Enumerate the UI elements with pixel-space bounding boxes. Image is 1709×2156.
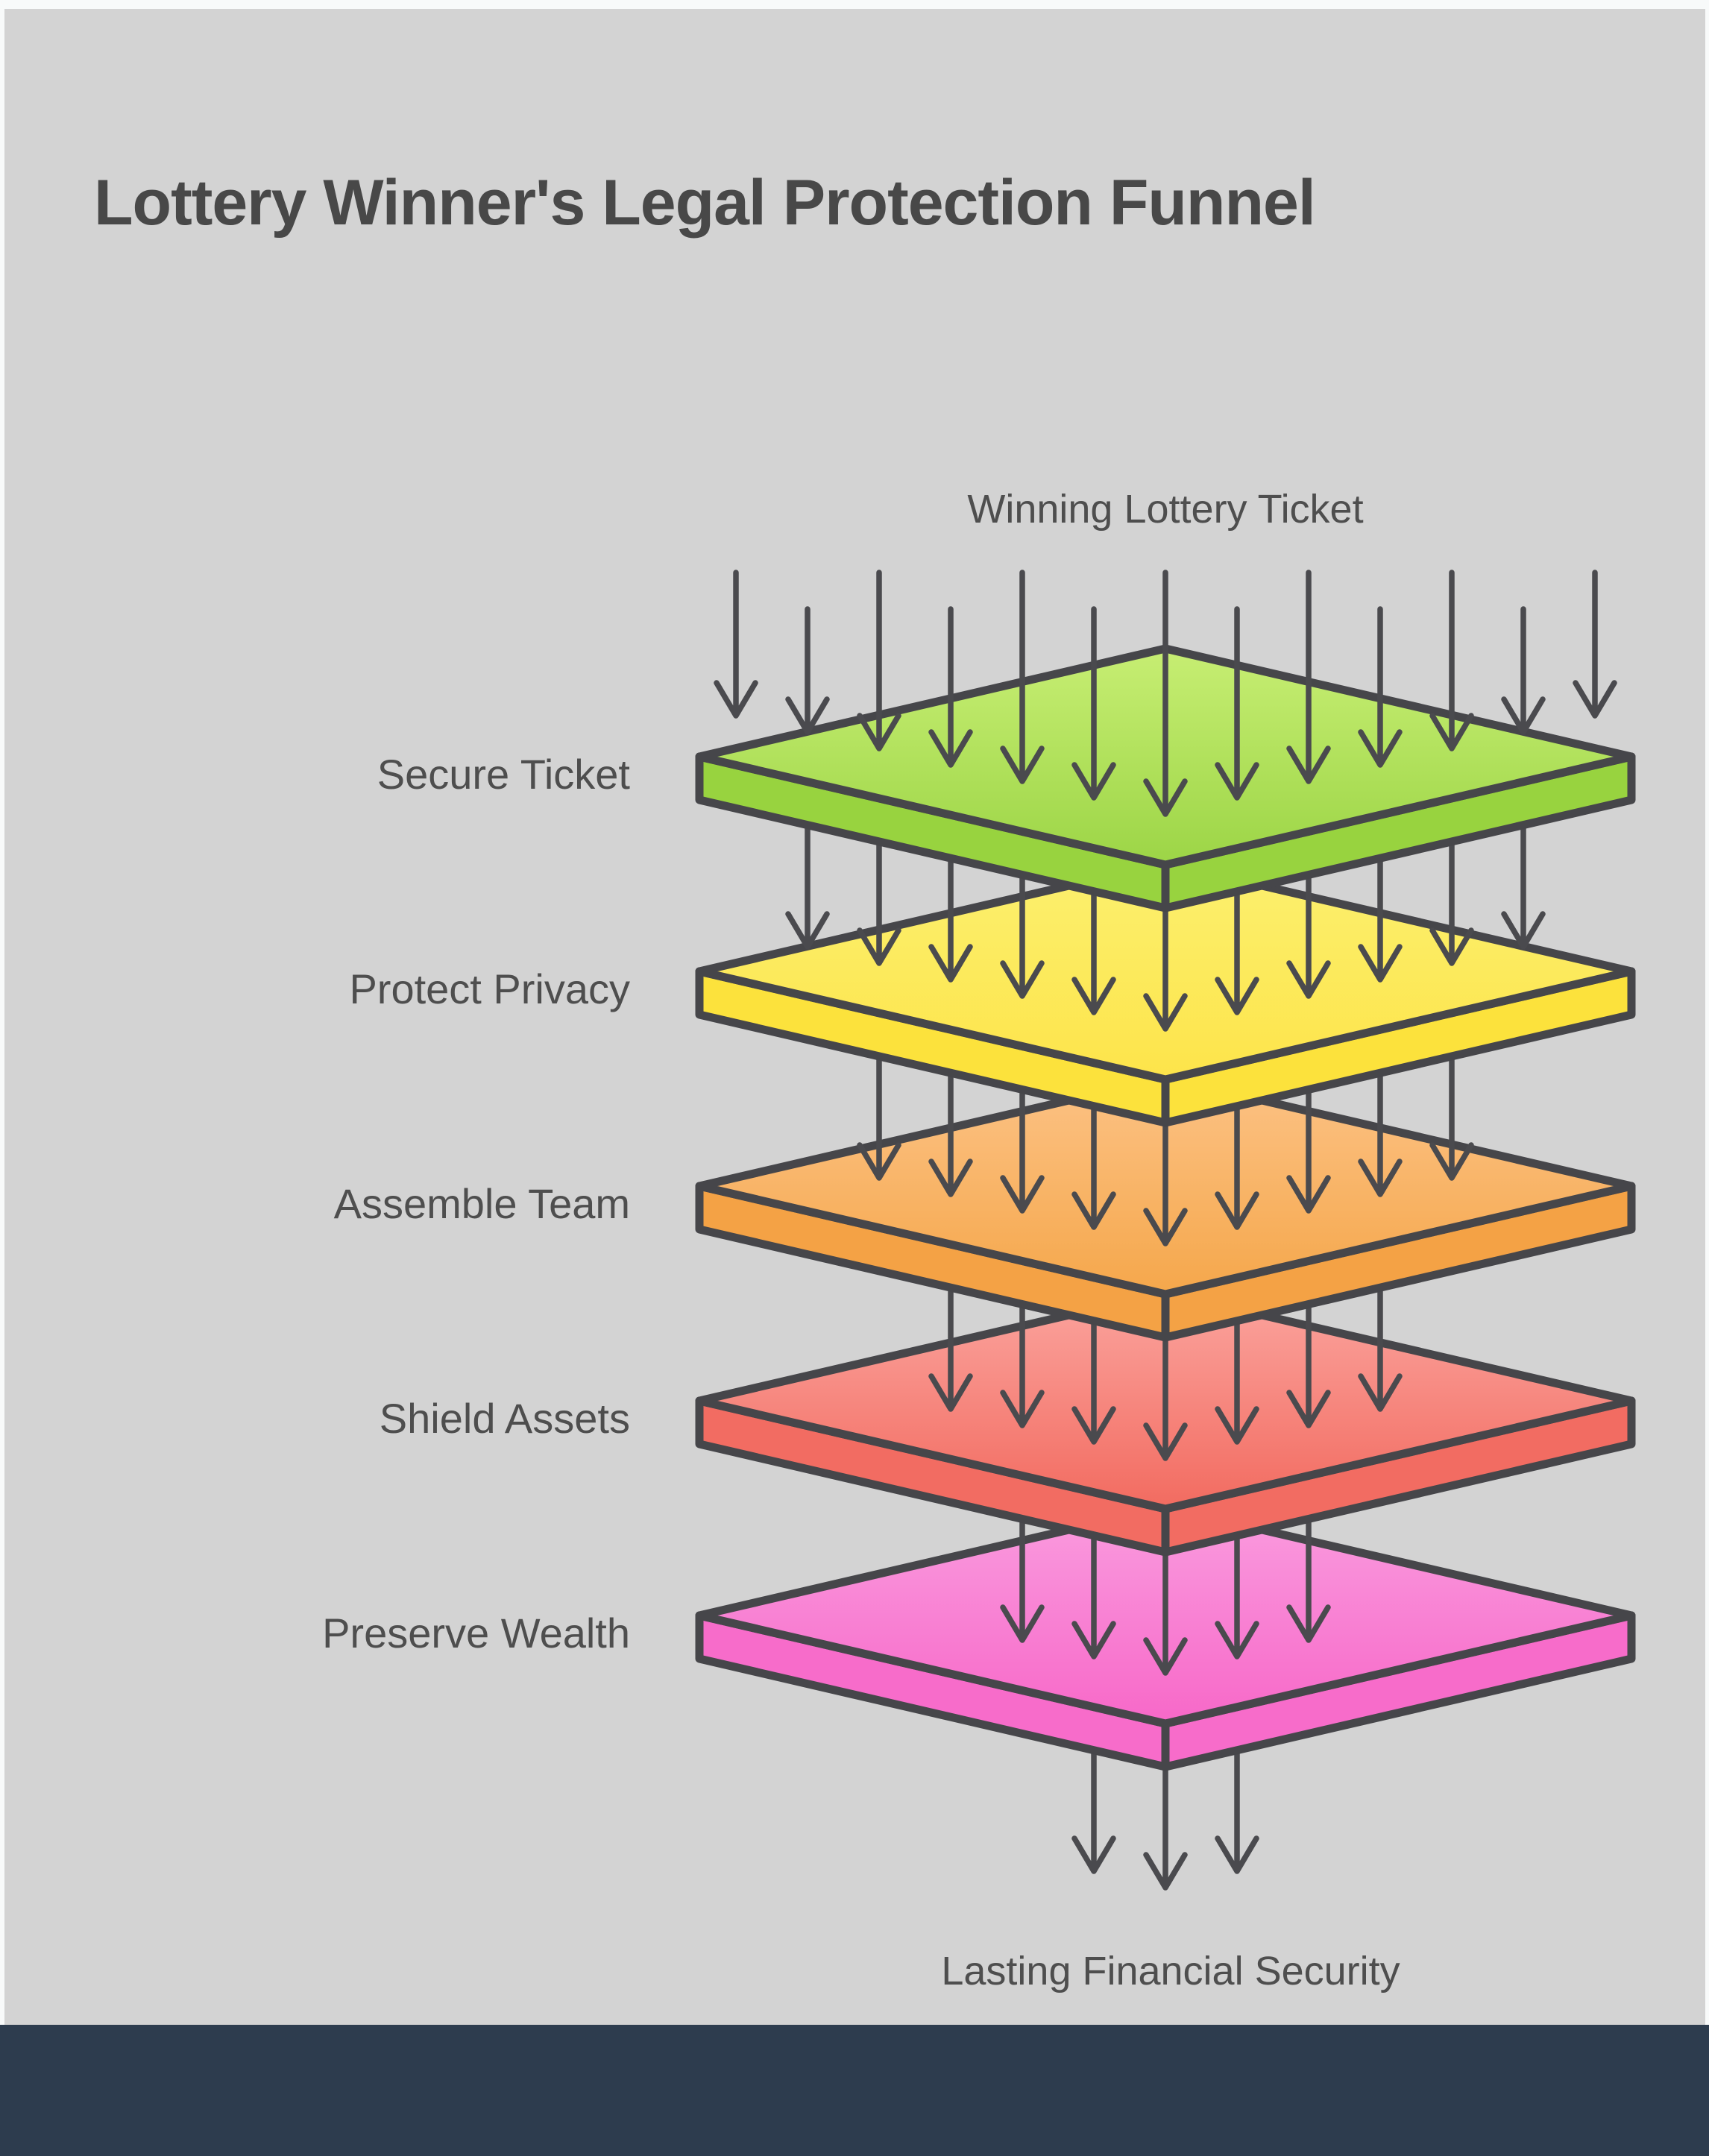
- flow-arrow: [1286, 570, 1331, 784]
- funnel-input-label: Winning Lottery Ticket: [967, 487, 1363, 532]
- stage-label-preserve-wealth: Preserve Wealth: [322, 1610, 630, 1657]
- flow-arrow: [714, 570, 758, 719]
- stage-label-shield-assets: Shield Assets: [380, 1395, 630, 1442]
- stage-label-secure-ticket: Secure Ticket: [377, 751, 631, 798]
- flow-arrow: [1501, 606, 1546, 735]
- layer-secure-ticket: [695, 644, 1636, 912]
- arrow-band-1: [785, 761, 1546, 1032]
- footer-bar: [0, 2025, 1709, 2156]
- flow-arrow: [1215, 606, 1259, 801]
- flow-arrow: [785, 606, 830, 735]
- funnel-output-label: Lasting Financial Security: [941, 1949, 1400, 1993]
- flow-arrow: [1000, 570, 1045, 784]
- diagram-labels: Lottery Winner's Legal Protection Funnel…: [94, 167, 1400, 1993]
- flow-arrow: [1573, 570, 1617, 719]
- stage-label-assemble-team: Assemble Team: [334, 1180, 630, 1227]
- arrow-band-0: [714, 570, 1617, 817]
- flow-arrow: [1429, 570, 1474, 751]
- flow-arrow: [857, 570, 901, 751]
- funnel-layers: [695, 570, 1636, 1891]
- page-title: Lottery Winner's Legal Protection Funnel: [94, 167, 1315, 239]
- stage-label-protect-privacy: Protect Privacy: [349, 965, 630, 1012]
- flow-arrow: [928, 606, 973, 768]
- flow-arrow: [1143, 570, 1188, 817]
- flow-arrow: [1358, 606, 1403, 768]
- flow-arrow: [1071, 606, 1116, 801]
